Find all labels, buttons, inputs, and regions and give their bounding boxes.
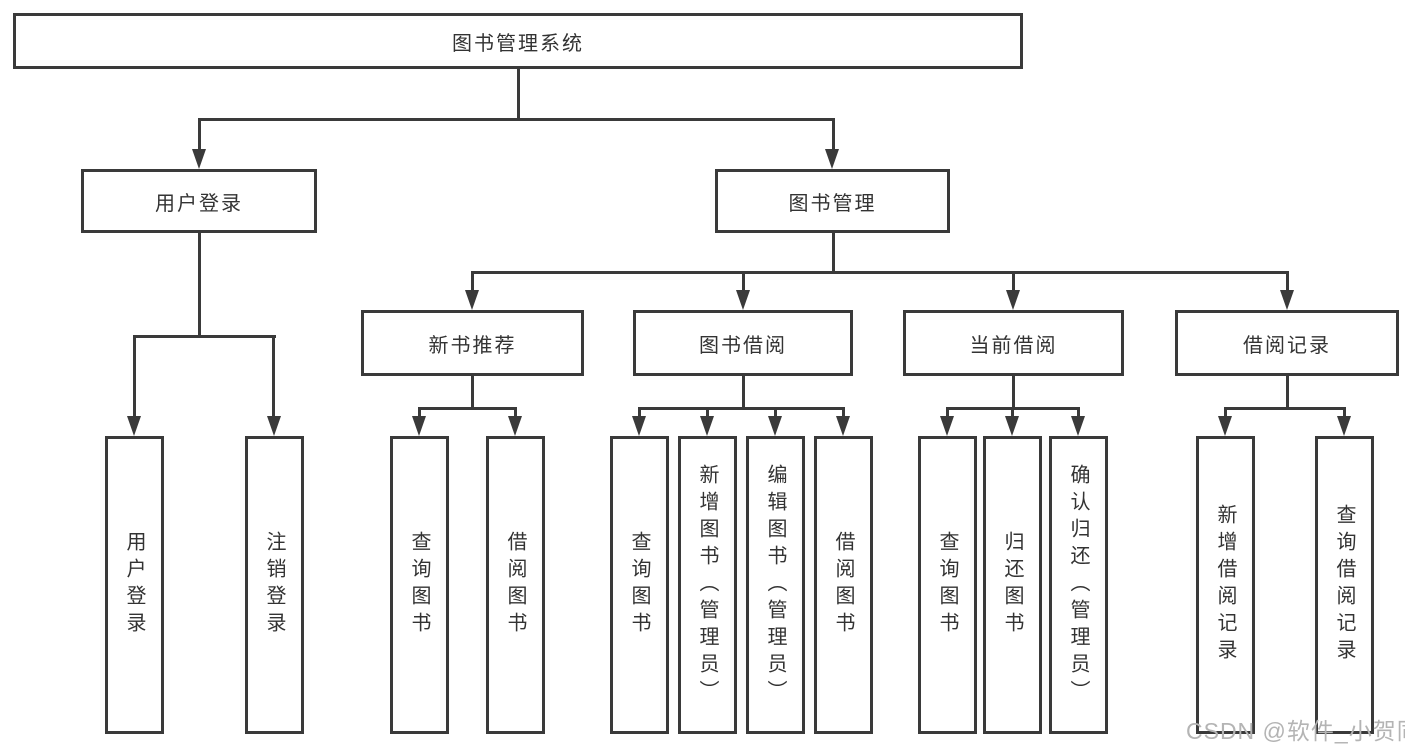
arrow-down-icon: [412, 416, 426, 436]
node-label: 新增借阅记录: [1214, 504, 1236, 666]
node-label: 图书借阅: [699, 334, 787, 357]
csdn-watermark: CSDN @软件_小贺同学: [1186, 718, 1405, 744]
arrow-down-icon: [768, 416, 782, 436]
node-label: 用户登录: [123, 531, 145, 639]
node-label: 图书管理系统: [452, 32, 584, 55]
connector-line: [418, 407, 517, 410]
node-leaf-return-books: 归还图书: [983, 436, 1042, 734]
node-new-book-recommendation: 新书推荐: [361, 310, 584, 376]
arrow-down-icon: [1337, 416, 1351, 436]
connector-line: [1012, 271, 1015, 292]
node-label: 注销登录: [263, 531, 285, 639]
connector-line: [842, 407, 845, 419]
node-leaf-add-books-admin: 新增图书（管理员）: [678, 436, 737, 734]
arrow-down-icon: [465, 290, 479, 310]
node-label: 借阅记录: [1243, 334, 1331, 357]
arrow-down-icon: [940, 416, 954, 436]
node-label: 编辑图书（管理员）: [764, 463, 786, 707]
node-label: 查询图书: [628, 531, 650, 639]
arrow-down-icon: [825, 149, 839, 169]
connector-line: [638, 407, 641, 419]
arrow-down-icon: [736, 290, 750, 310]
node-leaf-query-borrow-record: 查询借阅记录: [1315, 436, 1374, 734]
connector-line: [471, 376, 474, 409]
node-leaf-edit-books-admin: 编辑图书（管理员）: [746, 436, 805, 734]
node-label: 查询图书: [936, 531, 958, 639]
node-label: 图书管理: [788, 192, 877, 215]
connector-line: [742, 376, 745, 409]
node-leaf-add-borrow-record: 新增借阅记录: [1196, 436, 1255, 734]
arrow-down-icon: [1218, 416, 1232, 436]
arrow-down-icon: [1005, 416, 1019, 436]
node-user-login: 用户登录: [81, 169, 317, 233]
connector-line: [774, 407, 777, 419]
node-leaf-borrow-books-nb: 借阅图书: [486, 436, 545, 734]
connector-line: [133, 335, 136, 419]
arrow-down-icon: [632, 416, 646, 436]
connector-line: [471, 271, 1289, 274]
connector-line: [638, 407, 845, 410]
arrow-down-icon: [1280, 290, 1294, 310]
node-label: 当前借阅: [969, 334, 1058, 357]
node-leaf-borrow-books-bb: 借阅图书: [814, 436, 873, 734]
node-leaf-query-books-cb: 查询图书: [918, 436, 977, 734]
connector-line: [133, 335, 276, 338]
node-label: 用户登录: [155, 192, 243, 215]
node-book-borrowing: 图书借阅: [633, 310, 853, 376]
connector-line: [742, 271, 745, 292]
connector-line: [1224, 407, 1227, 419]
connector-line: [832, 233, 835, 273]
connector-line: [1012, 376, 1015, 409]
node-library-management-system: 图书管理系统: [13, 13, 1023, 69]
node-label: 新增图书（管理员）: [696, 463, 718, 707]
arrow-down-icon: [192, 149, 206, 169]
node-label: 查询图书: [408, 531, 430, 639]
node-label: 归还图书: [1001, 531, 1023, 639]
connector-line: [832, 118, 835, 152]
arrow-down-icon: [508, 416, 522, 436]
connector-line: [946, 407, 949, 419]
node-label: 新书推荐: [428, 334, 517, 357]
node-leaf-confirm-return-admin: 确认归还（管理员）: [1049, 436, 1108, 734]
arrow-down-icon: [1071, 416, 1085, 436]
connector-line: [706, 407, 709, 419]
arrow-down-icon: [1006, 290, 1020, 310]
arrow-down-icon: [267, 416, 281, 436]
node-leaf-query-books-nb: 查询图书: [390, 436, 449, 734]
connector-line: [198, 118, 201, 152]
connector-line: [198, 233, 201, 338]
connector-line: [272, 335, 275, 419]
connector-line: [1286, 271, 1289, 292]
node-leaf-user-login: 用户登录: [105, 436, 164, 734]
connector-line: [198, 118, 835, 121]
connector-line: [517, 69, 520, 120]
node-leaf-logout: 注销登录: [245, 436, 304, 734]
connector-line: [1077, 407, 1080, 419]
node-label: 查询借阅记录: [1333, 504, 1355, 666]
node-label: 确认归还（管理员）: [1067, 463, 1089, 707]
connector-line: [1224, 407, 1346, 410]
connector-line: [1286, 376, 1289, 409]
connector-line: [1011, 407, 1014, 419]
node-leaf-query-books-bb: 查询图书: [610, 436, 669, 734]
connector-line: [514, 407, 517, 419]
arrow-down-icon: [127, 416, 141, 436]
node-borrowing-records: 借阅记录: [1175, 310, 1399, 376]
node-current-borrowing: 当前借阅: [903, 310, 1124, 376]
node-book-management: 图书管理: [715, 169, 950, 233]
arrow-down-icon: [700, 416, 714, 436]
node-label: 借阅图书: [832, 531, 854, 639]
node-label: 借阅图书: [504, 531, 526, 639]
connector-line: [418, 407, 421, 419]
connector-line: [471, 271, 474, 292]
connector-line: [1343, 407, 1346, 419]
arrow-down-icon: [836, 416, 850, 436]
